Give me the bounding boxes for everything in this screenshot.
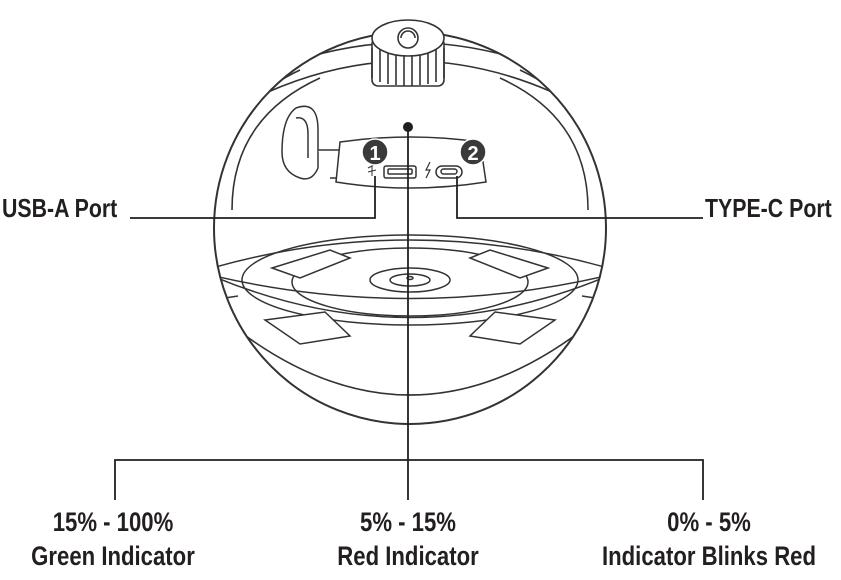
type-c-badge-number: 2	[467, 143, 478, 165]
indicator-bracket	[114, 459, 704, 500]
lanyard-hook	[281, 105, 357, 180]
lightning-icon	[425, 161, 431, 179]
indicator-red-range: 5% - 15%	[360, 507, 456, 537]
usb-a-leader-line	[130, 176, 376, 219]
type-c-leader-line	[456, 176, 703, 219]
type-c-port-label: TYPE-C Port	[705, 193, 832, 223]
indicator-green-column: 15% - 100% Green Indicator	[0, 505, 236, 573]
indicator-green-description: Green Indicator	[31, 541, 195, 571]
indicator-led	[403, 122, 413, 132]
indicator-green-range: 15% - 100%	[52, 507, 174, 537]
base-disc	[214, 234, 606, 345]
top-knob	[371, 19, 445, 87]
indicator-blink-range: 0% - 5%	[667, 507, 751, 537]
indicator-blink-description: Indicator Blinks Red	[601, 541, 817, 571]
indicator-red-description: Red Indicator	[337, 541, 479, 571]
indicator-red-column: 5% - 15% Red Indicator	[285, 505, 531, 573]
type-c-badge: 2	[459, 138, 487, 166]
usb-a-badge: 1	[361, 138, 389, 166]
usb-a-badge-number: 1	[369, 143, 380, 165]
device-body	[213, 31, 607, 425]
leader-lines	[114, 130, 704, 500]
usb-a-port-label: USB-A Port	[2, 193, 118, 223]
indicator-blink-column: 0% - 5% Indicator Blinks Red	[586, 505, 832, 573]
